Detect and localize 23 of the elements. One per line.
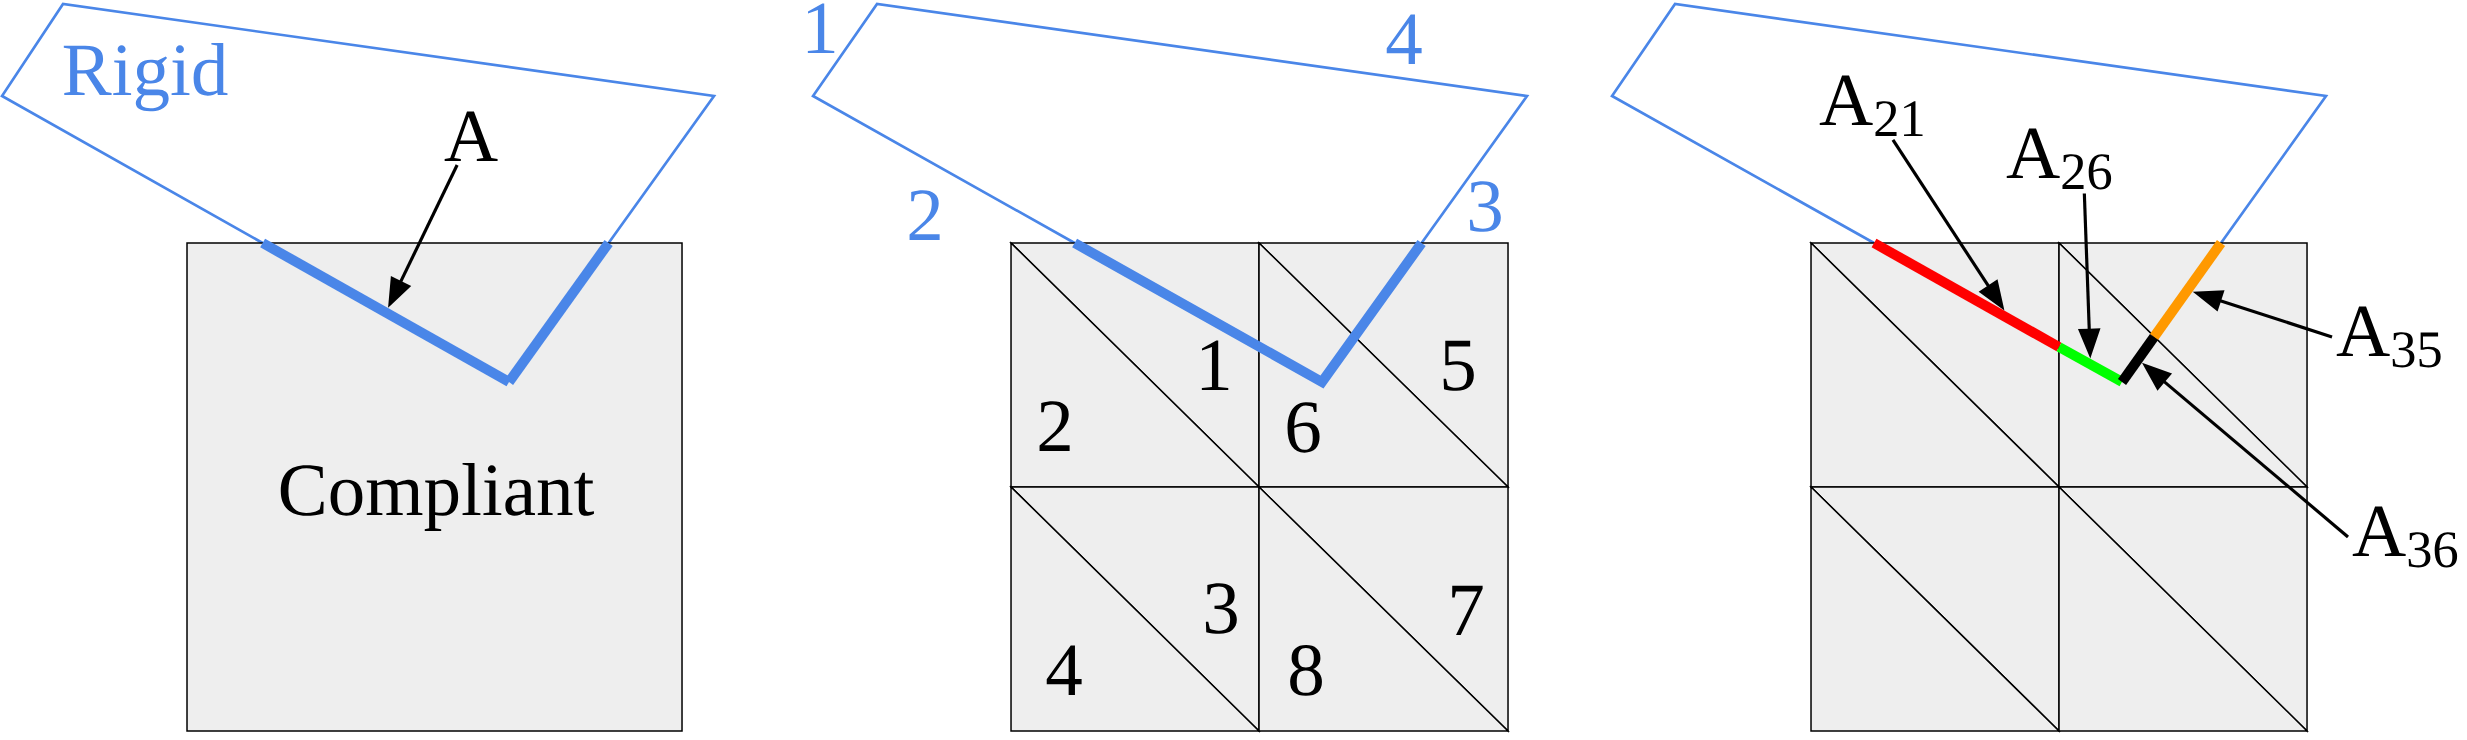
- area-label: A$_{26}$: [2006, 128, 2112, 190]
- area-label: A$_{35}$: [2336, 306, 2441, 368]
- area-label: A: [444, 111, 498, 161]
- contact-segment: [2149, 240, 2226, 340]
- area-label: A$_{21}$: [1819, 75, 1923, 136]
- element-number: 8: [1290, 645, 1322, 696]
- element-number: 5: [1443, 340, 1474, 391]
- element-number: 7: [1452, 585, 1483, 635]
- contact-segment: [260, 238, 512, 387]
- element-number: 1: [1201, 340, 1229, 390]
- edge-number: 2: [909, 190, 940, 240]
- area-label: A$_{36}$: [2352, 506, 2458, 568]
- contact-segment: [2056, 342, 2125, 387]
- part-label: Compliant: [280, 462, 594, 531]
- element-number: 4: [1046, 645, 1082, 695]
- edge-number: 4: [1386, 14, 1422, 64]
- part-label: Rigid: [63, 42, 228, 112]
- edge-number: 1: [807, 3, 835, 53]
- edge-number: 3: [1469, 181, 1501, 232]
- contact-segment: [1871, 238, 2062, 352]
- element-number: 6: [1287, 402, 1320, 453]
- element-number: 2: [1039, 401, 1070, 451]
- element-number: 3: [1205, 583, 1237, 634]
